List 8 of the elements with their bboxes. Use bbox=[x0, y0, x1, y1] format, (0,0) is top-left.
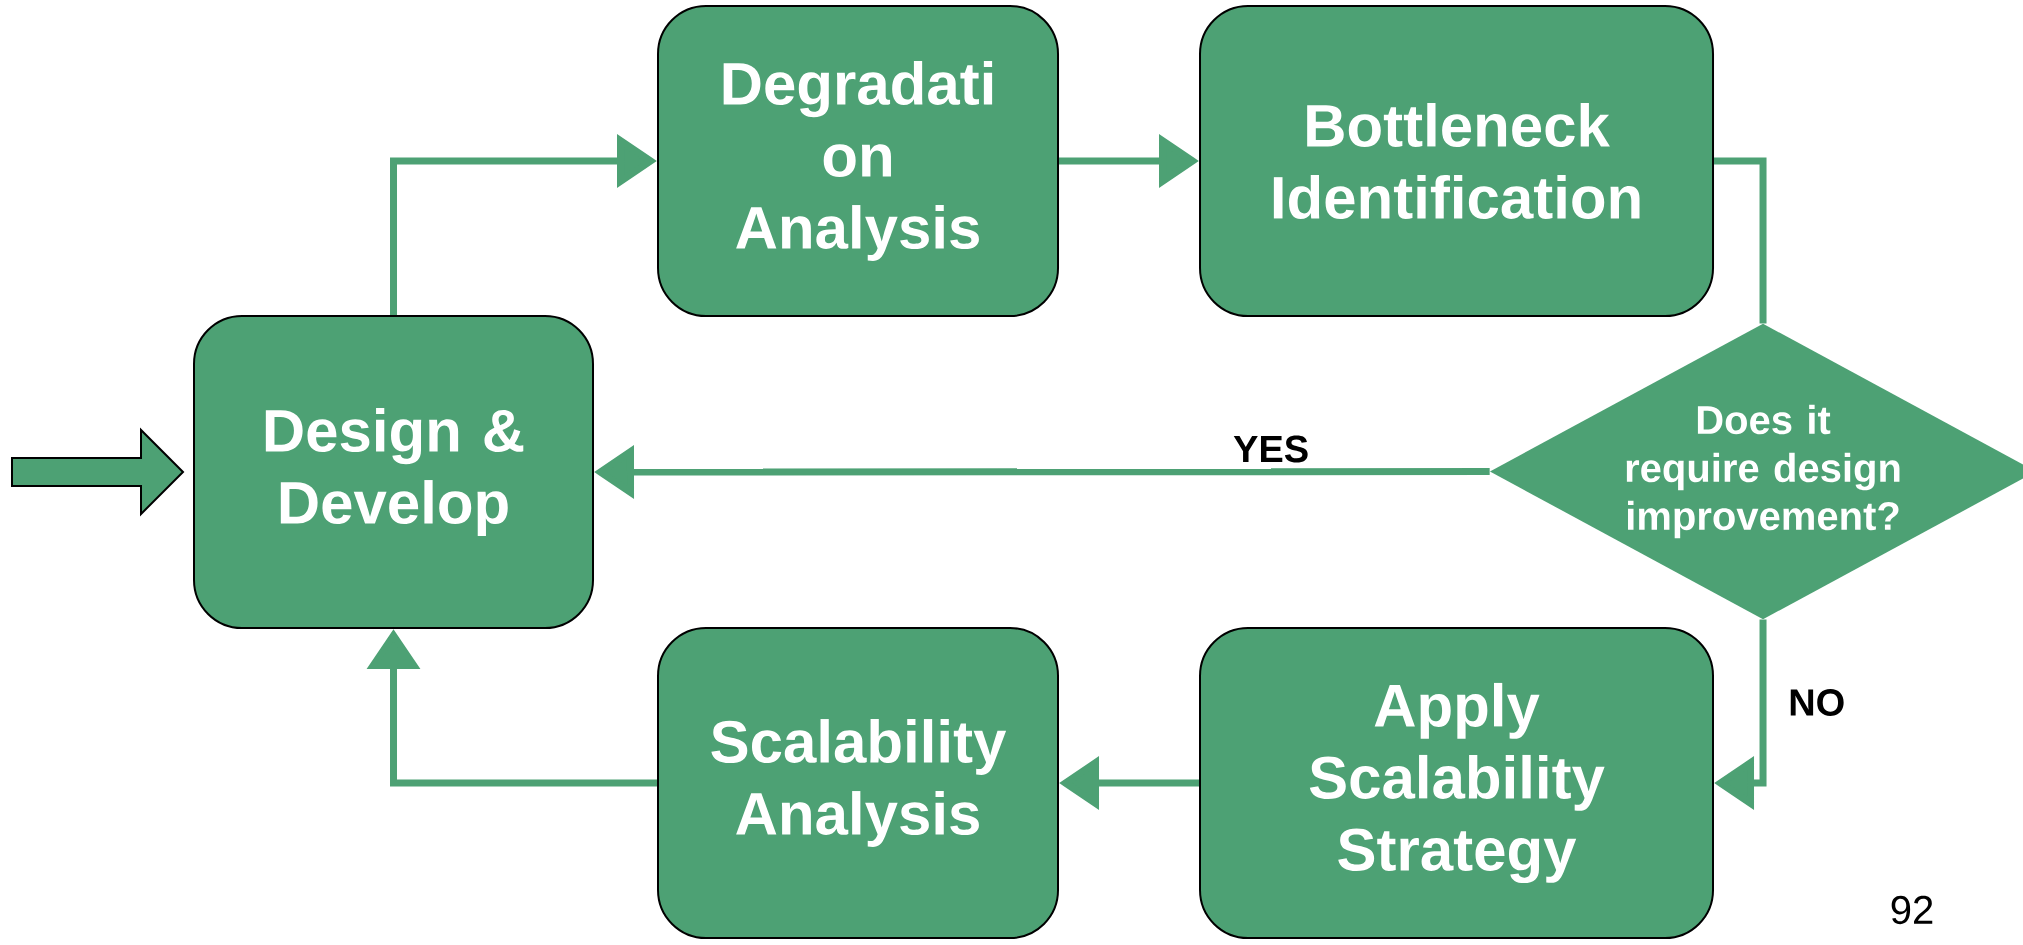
edge-label: NO bbox=[1790, 689, 1844, 716]
process-box: Bottleneck Identification bbox=[1199, 5, 1714, 317]
process-box: Scalability Analysis bbox=[657, 627, 1059, 939]
process-box: Apply Scalability Strategy bbox=[1199, 627, 1714, 939]
process-box: Design & Develop bbox=[193, 315, 594, 629]
edge-label: YES bbox=[1233, 435, 1308, 463]
process-box: Degradati on Analysis bbox=[657, 5, 1059, 317]
page-number: 92 bbox=[1891, 895, 1933, 925]
